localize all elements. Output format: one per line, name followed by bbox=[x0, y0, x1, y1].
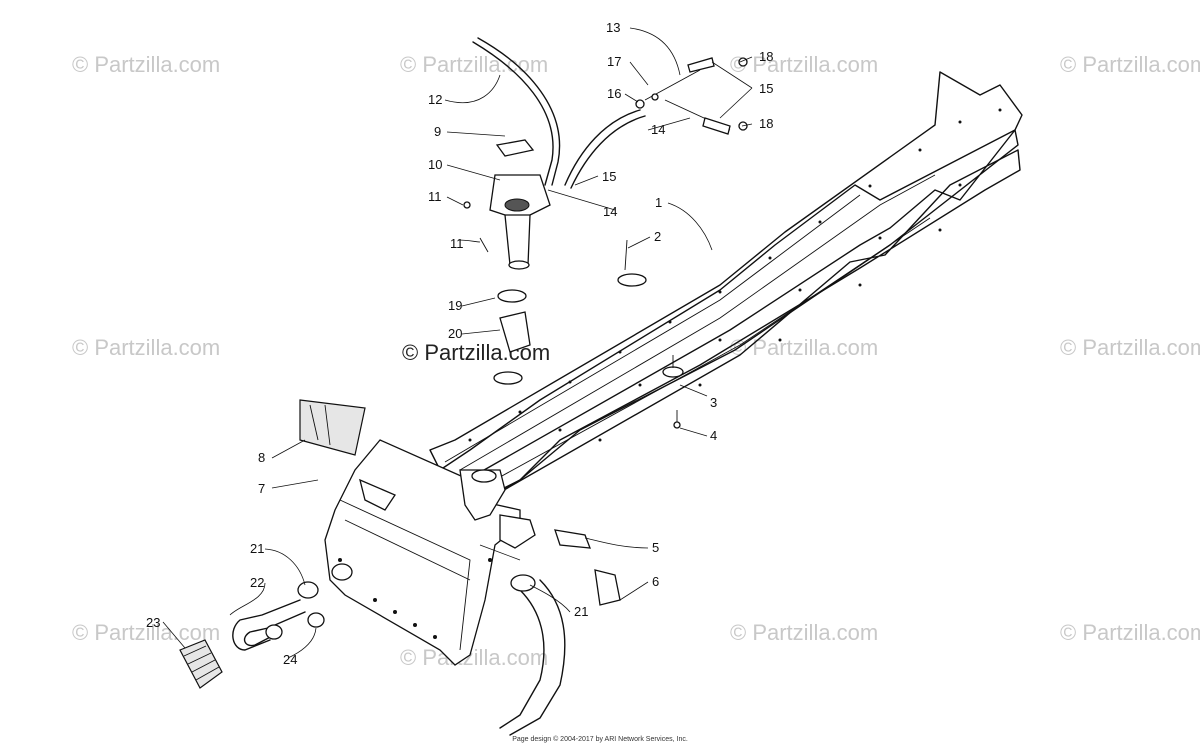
hardware-parts-2-3-4 bbox=[617, 239, 684, 429]
callout-23: 23 bbox=[146, 615, 160, 630]
brackets-parts-5-6 bbox=[554, 529, 621, 606]
leader-lines bbox=[162, 27, 753, 659]
callout-21-right: 21 bbox=[574, 604, 588, 619]
callout-6: 6 bbox=[652, 574, 659, 589]
left-hoses bbox=[179, 563, 353, 689]
callout-19: 19 bbox=[448, 298, 462, 313]
callout-14-low: 14 bbox=[603, 204, 617, 219]
watermark: © Partzilla.com bbox=[72, 620, 220, 645]
outlet-elbow bbox=[459, 469, 536, 549]
callout-12: 11 bbox=[450, 236, 464, 251]
watermark: © Partzilla.com bbox=[400, 52, 548, 77]
callout-24: 24 bbox=[283, 652, 297, 667]
vent-hoses bbox=[472, 37, 646, 189]
callout-8: 8 bbox=[258, 450, 265, 465]
watermark: © Partzilla.com bbox=[1060, 335, 1200, 360]
lower-hose bbox=[499, 574, 566, 736]
callout-11: 11 bbox=[428, 189, 442, 204]
watermark: © Partzilla.com bbox=[1060, 620, 1200, 645]
callout-17: 17 bbox=[607, 54, 621, 69]
watermarks: © Partzilla.com © Partzilla.com © Partzi… bbox=[72, 52, 1200, 670]
callout-14-mid: 14 bbox=[651, 122, 665, 137]
callout-14-top: 13 bbox=[606, 20, 620, 35]
callout-3: 3 bbox=[710, 395, 717, 410]
filler-neck-assembly bbox=[463, 139, 551, 385]
watermark: © Partzilla.com bbox=[72, 52, 220, 77]
callout-18-top: 18 bbox=[759, 49, 773, 64]
callout-16: 16 bbox=[607, 86, 621, 101]
callout-10: 10 bbox=[428, 157, 442, 172]
callout-15-mid: 15 bbox=[602, 169, 616, 184]
page-footer: Page design © 2004-2017 by ARI Network S… bbox=[512, 736, 688, 743]
callout-labels: 13 17 16 18 15 18 14 15 14 12 9 10 11 11… bbox=[146, 20, 773, 667]
callout-1: 1 bbox=[655, 195, 662, 210]
callout-15-right: 15 bbox=[759, 81, 773, 96]
watermark: © Partzilla.com bbox=[730, 620, 878, 645]
shield-part-8 bbox=[299, 399, 366, 456]
callout-7: 7 bbox=[258, 481, 265, 496]
cooler-rail-part-1 bbox=[429, 71, 1023, 499]
callout-20: 20 bbox=[448, 326, 462, 341]
callout-22: 22 bbox=[250, 575, 264, 590]
watermark: © Partzilla.com bbox=[400, 645, 548, 670]
watermark: © Partzilla.com bbox=[1060, 52, 1200, 77]
callout-13: 12 bbox=[428, 92, 442, 107]
callout-21-left: 21 bbox=[250, 541, 264, 556]
callout-9: 9 bbox=[434, 124, 441, 139]
callout-2: 2 bbox=[654, 229, 661, 244]
callout-18-bottom: 18 bbox=[759, 116, 773, 131]
callout-5: 5 bbox=[652, 540, 659, 555]
watermark: © Partzilla.com bbox=[730, 52, 878, 77]
callout-4: 4 bbox=[710, 428, 717, 443]
watermark: © Partzilla.com bbox=[72, 335, 220, 360]
watermark: © Partzilla.com bbox=[730, 335, 878, 360]
